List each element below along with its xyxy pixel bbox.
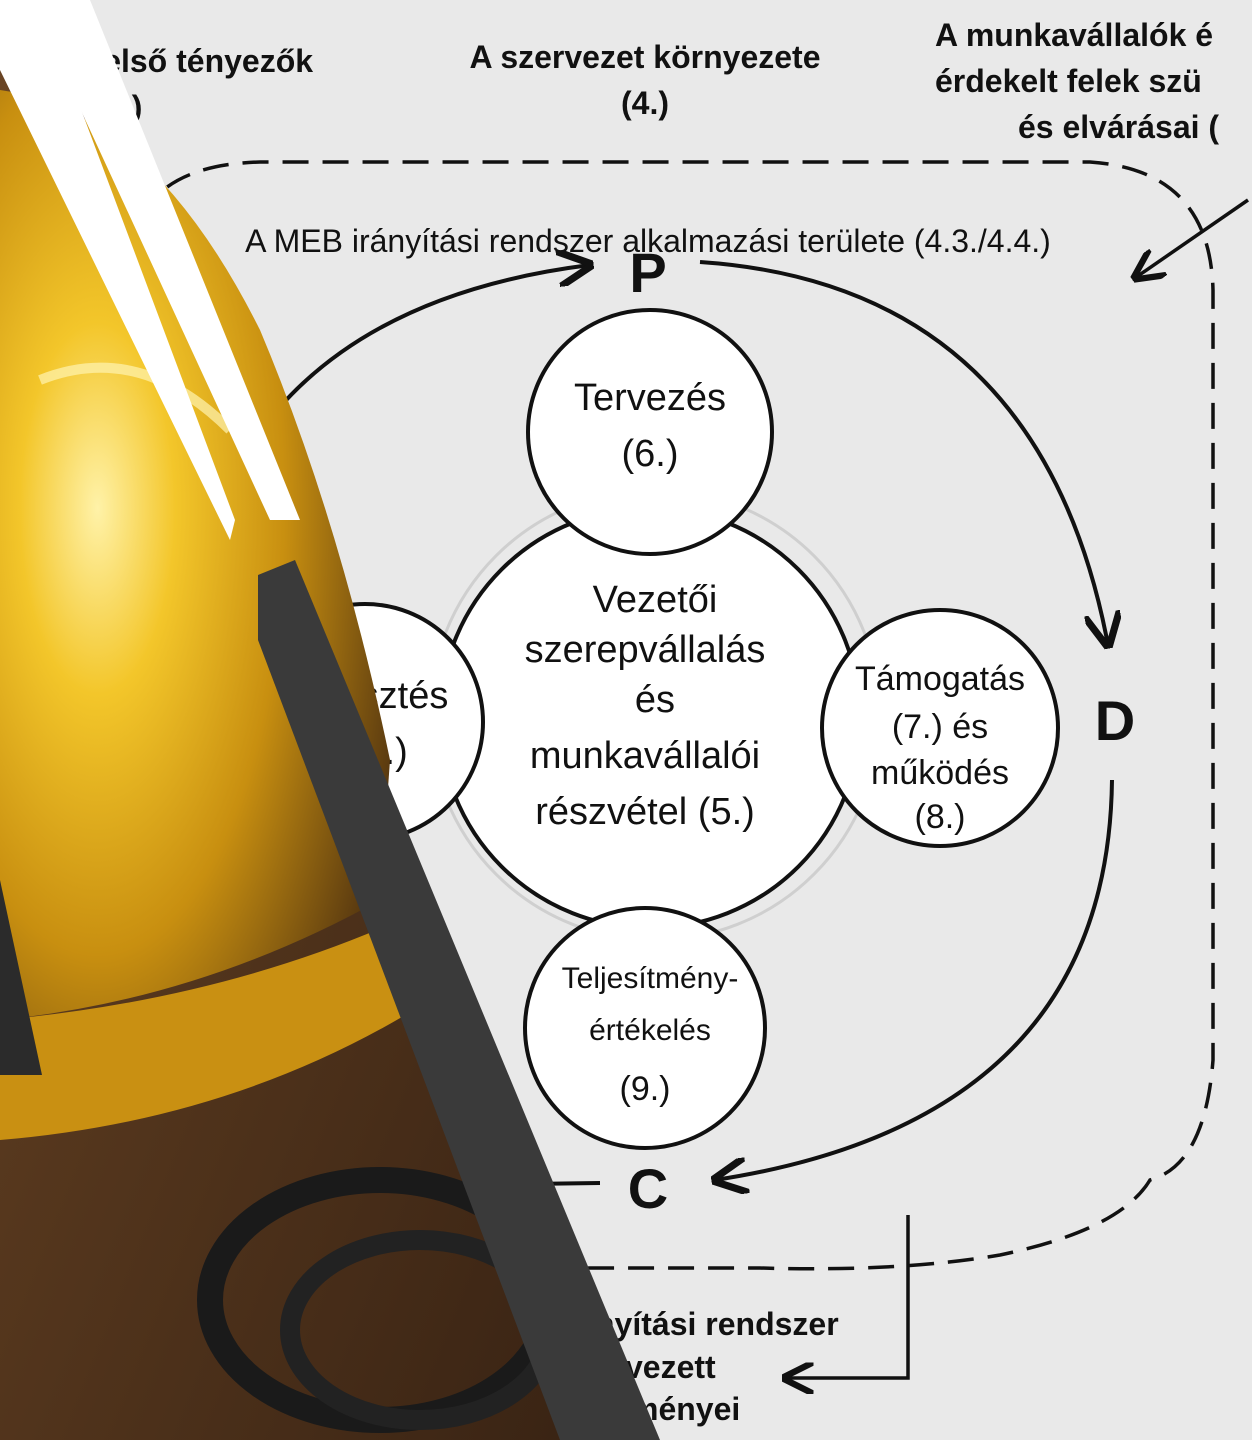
leadership-line-2: szerepvállalás	[525, 629, 766, 671]
outcome-label-1: nyítási rendszer	[595, 1306, 839, 1342]
organization-context-number: (4.)	[621, 85, 669, 121]
support-number: (7.) és	[892, 708, 988, 746]
planning-label: Tervezés	[574, 377, 726, 419]
interested-parties-label-2: érdekelt felek szü	[935, 63, 1202, 99]
planning-circle	[526, 308, 774, 556]
leadership-line-1: Vezetői	[593, 579, 718, 621]
dark-diagonal-stripe	[258, 560, 660, 1440]
operation-number: (8.)	[915, 798, 966, 836]
operation-label: működés	[871, 754, 1009, 792]
interested-parties-label-1: A munkavállalók é	[935, 17, 1213, 53]
do-to-check-arrow	[715, 779, 1114, 1180]
white-diagonal-stripe-2	[30, 0, 300, 520]
check-letter: C	[628, 1157, 668, 1220]
performance-number: (9.)	[620, 1070, 671, 1108]
interested-parties-label-3: és elvárásai (	[1018, 109, 1219, 145]
leadership-line-3: és	[635, 679, 675, 721]
planning-number: (6.)	[622, 433, 679, 475]
scope-boundary	[128, 160, 1215, 1271]
do-letter: D	[1095, 689, 1135, 752]
outcome-arrow	[785, 1215, 910, 1378]
plan-letter: P	[629, 241, 666, 304]
support-label: Támogatás	[855, 660, 1025, 698]
scope-label: A MEB irányítási rendszer alkalmazási te…	[245, 223, 1051, 259]
performance-label-1: Teljesítmény-	[562, 962, 739, 995]
performance-label-2: értékelés	[589, 1014, 711, 1047]
organization-context-label: A szervezet környezete	[470, 39, 821, 75]
leadership-line-5: részvétel (5.)	[535, 791, 755, 833]
interested-parties-arrow	[1135, 198, 1249, 278]
support-operation-circle	[820, 608, 1060, 848]
white-diagonal-stripe	[0, 0, 235, 540]
performance-evaluation-circle	[523, 906, 767, 1150]
plan-to-do-arrow	[699, 260, 1108, 645]
outcome-label-2: vezett	[625, 1349, 716, 1385]
leadership-line-4: munkavállalói	[530, 735, 760, 777]
